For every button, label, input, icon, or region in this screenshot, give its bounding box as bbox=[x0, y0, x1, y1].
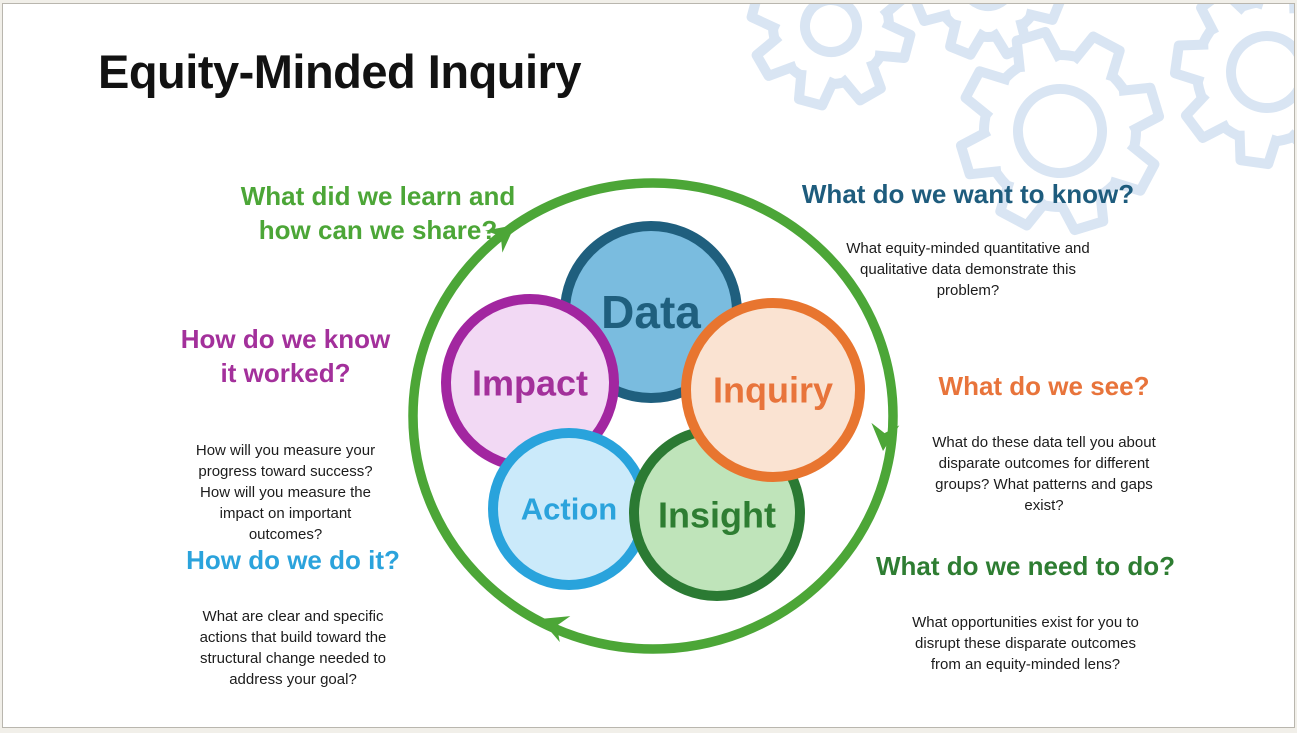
gear-icon bbox=[1164, 4, 1294, 175]
cycle-arrowhead-bottom bbox=[540, 616, 571, 643]
question-what-do-we-see-heading: What do we see? bbox=[938, 371, 1150, 401]
cycle-label-inquiry: Inquiry bbox=[713, 370, 833, 411]
cycle-circle-inquiry: Inquiry bbox=[681, 298, 865, 482]
question-learn-share-heading: What did we learn and how can we share? bbox=[240, 181, 516, 245]
question-want-to-know: What do we want to know? What equity-min… bbox=[763, 160, 1173, 319]
inquiry-cycle-diagram: Data Impact Action Insight Inquiry bbox=[408, 4, 1294, 654]
question-what-do-we-see-subtext: What do these data tell you about dispar… bbox=[932, 433, 1156, 514]
question-need-to-do-subtext: What opportunities exist for you to disr… bbox=[912, 613, 1139, 673]
cycle-arrowhead-right bbox=[871, 422, 900, 451]
question-learn-share: What did we learn and how can we share? bbox=[183, 142, 573, 286]
question-know-it-worked-heading: How do we know it worked? bbox=[180, 324, 391, 388]
cycle-label-data: Data bbox=[601, 286, 701, 338]
question-how-do-we-do-it: How do we do it? What are clear and spec… bbox=[133, 526, 453, 708]
question-want-to-know-subtext: What equity-minded quantitative and qual… bbox=[846, 239, 1090, 299]
question-how-do-we-do-it-heading: How do we do it? bbox=[186, 545, 400, 575]
question-know-it-worked-subtext: How will you measure your progress towar… bbox=[195, 441, 376, 543]
cycle-circle-impact: Impact bbox=[441, 294, 619, 472]
question-want-to-know-heading: What do we want to know? bbox=[801, 179, 1135, 209]
cycle-label-impact: Impact bbox=[472, 363, 588, 404]
cycle-arrowhead-top-left bbox=[485, 225, 515, 253]
page-title: Equity-Minded Inquiry bbox=[98, 45, 581, 98]
question-what-do-we-see: What do we see? What do these data tell … bbox=[883, 352, 1205, 534]
cycle-circle-action: Action bbox=[488, 428, 650, 590]
cycle-label-action: Action bbox=[521, 492, 617, 527]
slide: Data Impact Action Insight Inquiry Equit… bbox=[2, 3, 1295, 728]
question-need-to-do: What do we need to do? What opportunitie… bbox=[848, 532, 1203, 693]
cycle-label-insight: Insight bbox=[658, 495, 776, 536]
question-need-to-do-heading: What do we need to do? bbox=[876, 551, 1175, 581]
gear-icon bbox=[892, 4, 1085, 78]
gear-icon bbox=[734, 4, 928, 123]
cycle-arrow-ring bbox=[408, 178, 898, 654]
gear-icon bbox=[926, 4, 1194, 265]
question-how-do-we-do-it-subtext: What are clear and specific actions that… bbox=[199, 607, 387, 688]
question-know-it-worked: How do we know it worked? How will you m… bbox=[133, 288, 438, 580]
